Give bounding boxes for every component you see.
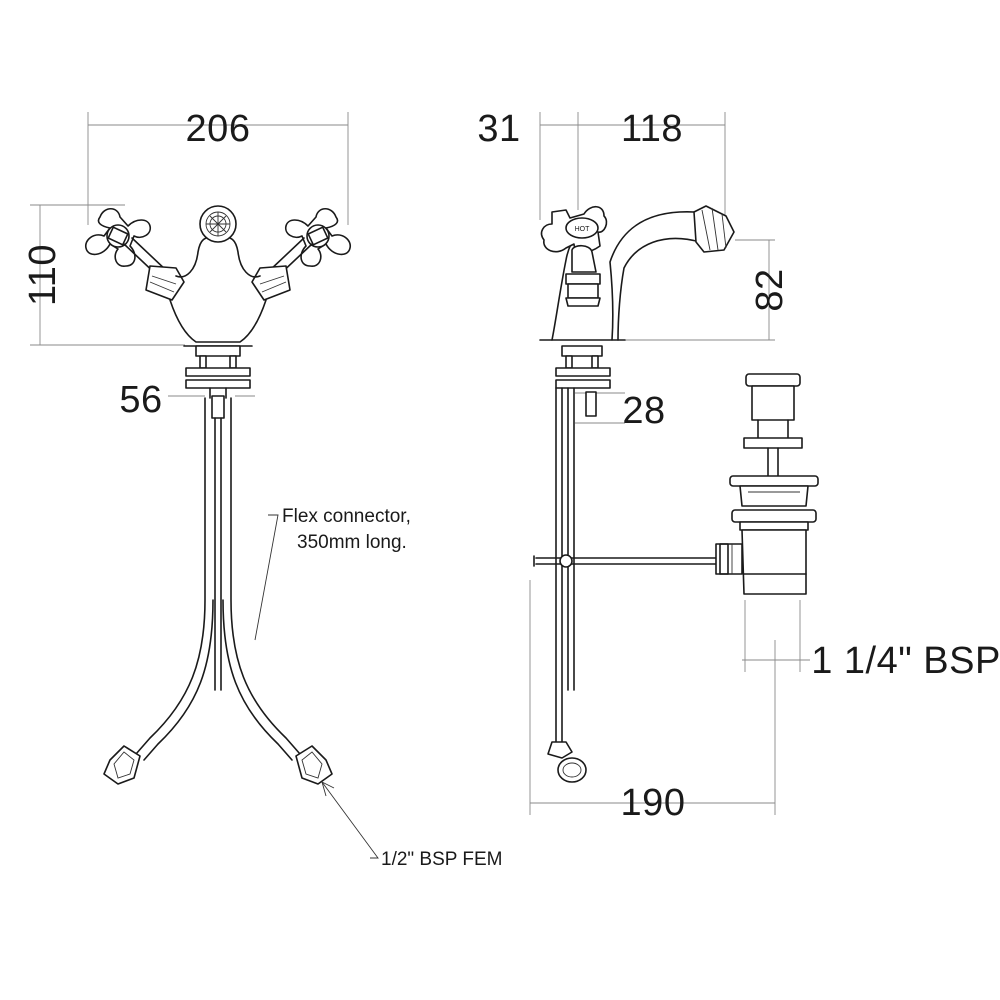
flex-connector-note-line2: 350mm long. [297,532,407,553]
side-shank [547,345,611,783]
left-cross-handle [84,207,185,301]
rod-dimension: 28 [622,390,665,432]
flex-connector-note-line1: Flex connector, [282,506,411,527]
height-dimension: 110 [22,244,64,306]
side-dimension-lines [529,112,810,815]
width-dimension: 206 [186,108,251,150]
central-body [169,205,267,399]
hot-label: HOT [575,226,591,233]
reach-dimension: 118 [621,108,683,150]
depth-dimension: 190 [621,782,686,824]
right-cross-handle [251,207,352,301]
front-dimension-lines [30,112,349,397]
front-leaders [254,514,379,859]
shank-dimension: 56 [119,379,162,421]
front-flex-hoses [103,395,333,785]
offset-dimension: 31 [477,108,520,150]
waste-bsp-dimension: 1 1/4" BSP [811,640,1000,682]
front-view: 206 110 56 Flex connector, 350mm long. 1… [22,108,503,870]
waste-assembly [715,373,819,595]
popup-rod [533,554,721,568]
side-tap-body: HOT [539,205,735,341]
side-view: HOT [477,108,1000,824]
spout-height-dimension: 82 [749,268,791,311]
bsp-fem-note: 1/2" BSP FEM [381,849,503,870]
